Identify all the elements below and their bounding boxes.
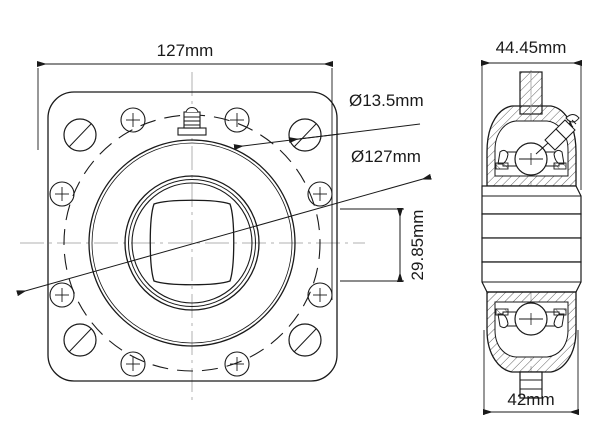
dim-label-side-width: 44.45mm	[496, 38, 567, 57]
corner-hole	[63, 323, 97, 357]
dim-label-hole-dia: Ø13.5mm	[349, 91, 424, 110]
seal-clip-left-top	[495, 149, 509, 170]
side-section-view	[481, 70, 582, 400]
leader-line-bolt-circle	[16, 173, 432, 297]
small-hole	[120, 351, 146, 377]
seal-clip-right-top	[553, 149, 567, 170]
dim-label-width: 127mm	[157, 41, 214, 60]
corner-hole	[288, 323, 322, 357]
small-hole	[120, 107, 146, 133]
seal-clip-left-bottom	[495, 308, 509, 329]
seal-clip-right-bottom	[553, 308, 567, 329]
leader-arrow-hole	[288, 133, 341, 144]
grease-fitting-icon	[177, 106, 207, 136]
dim-label-hub-height: 29.85mm	[408, 210, 427, 281]
dim-label-stem-width: 42mm	[507, 390, 554, 409]
front-view-dimensions: 127mm Ø13.5mm Ø127mm 29.85mm	[16, 41, 432, 300]
small-hole	[224, 351, 250, 377]
side-view-dimensions: 44.45mm 42mm	[481, 38, 582, 415]
corner-hole	[63, 118, 97, 152]
dim-label-bolt-circle: Ø127mm	[351, 147, 421, 166]
small-hole	[224, 107, 250, 133]
mid-body-bands	[481, 185, 582, 293]
grease-nipple-side	[535, 114, 580, 155]
corner-bolt-holes	[63, 118, 322, 357]
corner-hole	[288, 118, 322, 152]
